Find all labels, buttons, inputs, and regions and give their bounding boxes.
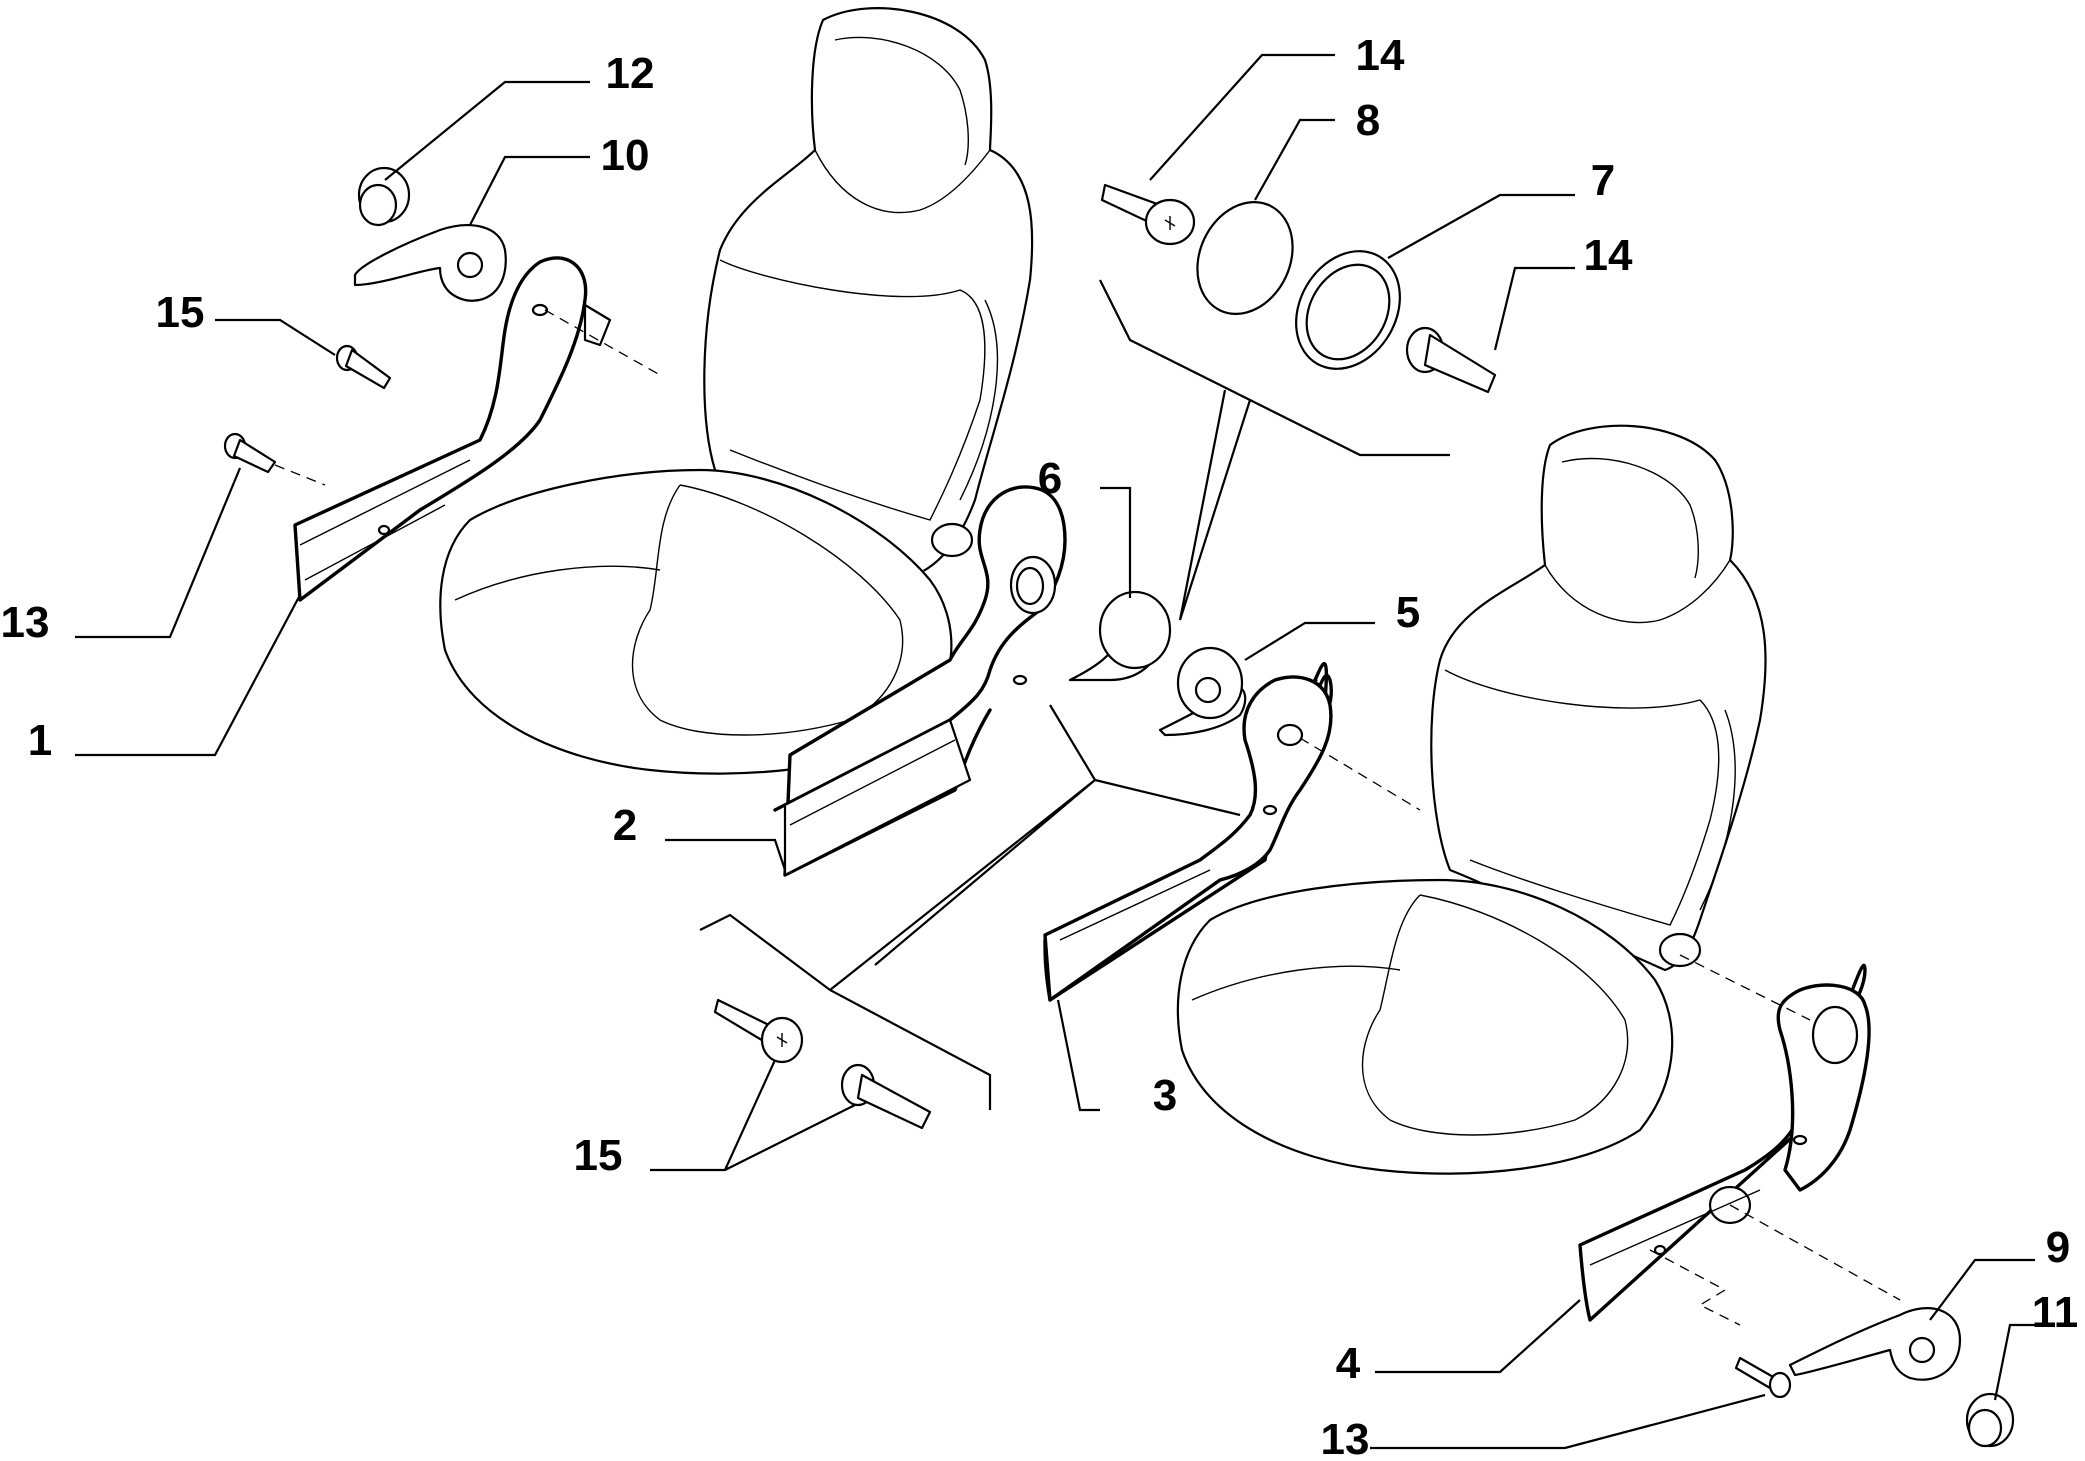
part-6-bushing <box>1068 590 1172 682</box>
screw-shank <box>232 438 277 474</box>
label-9: 9 <box>2046 1223 2070 1272</box>
label-12: 12 <box>606 49 655 98</box>
cap-12-inner <box>358 183 398 227</box>
part-14-bolt-lower <box>1405 326 1497 394</box>
label-13-lower: 13 <box>1321 1415 1370 1461</box>
label-4: 4 <box>1336 1339 1361 1388</box>
part-13-screw-lower <box>1734 1356 1792 1399</box>
label-14-lower: 14 <box>1584 231 1633 280</box>
left-seat-pivot-hole <box>930 522 974 558</box>
left-seat <box>439 7 1034 775</box>
cap-11-inner <box>1967 1408 2003 1448</box>
bolt-b-shank <box>856 1073 932 1130</box>
left-seat-headrest-seam <box>814 149 991 214</box>
dash-4 <box>1679 954 1811 1021</box>
dash-6 <box>1649 1249 1741 1326</box>
trim-3-plate <box>1043 675 1333 1002</box>
dash-5 <box>1729 1204 1901 1301</box>
trim-1-rib <box>299 459 471 546</box>
callout-labels: 12 10 15 13 1 14 8 7 14 6 5 2 3 15 4 9 1… <box>1 31 2079 1461</box>
trim-4-rib <box>1589 1189 1761 1266</box>
trim-1-rib-lower <box>304 504 446 581</box>
label-15-upper: 15 <box>156 288 205 337</box>
part-14-bolt-upper <box>1100 183 1196 246</box>
right-seat-headrest-seam <box>1544 559 1731 624</box>
trim-4-hole <box>1653 1244 1667 1256</box>
trim-1-tab <box>583 303 612 347</box>
left-seat-cushion-seam <box>454 565 661 601</box>
bushing-6-face <box>1098 590 1172 670</box>
right-seat-cushion <box>1176 878 1674 1175</box>
label-11: 11 <box>2032 1288 2079 1337</box>
handle-9-hole <box>1908 1336 1936 1364</box>
right-seat-cushion-seam <box>1191 965 1401 1001</box>
trim-4-small-hole <box>1792 1134 1808 1146</box>
right-seat <box>1176 424 1767 1175</box>
screw-head <box>1768 1371 1792 1399</box>
part-15-screw-upper <box>335 344 392 390</box>
part-4-outer-trim <box>1578 963 1871 1322</box>
part-15-bolts-lower <box>713 998 932 1130</box>
screw-shank <box>344 348 392 390</box>
left-seat-bolster <box>959 299 999 501</box>
part-5-bushing <box>1158 646 1247 737</box>
part-11-cap <box>1965 1392 2015 1448</box>
label-2: 2 <box>613 801 637 850</box>
handle-10-body <box>353 224 507 302</box>
label-6: 6 <box>1038 454 1062 503</box>
trim-1-small-hole <box>377 524 391 536</box>
trim-2-face <box>783 718 972 877</box>
label-8: 8 <box>1356 96 1380 145</box>
right-seat-pivot-hole <box>1658 932 1702 968</box>
label-7: 7 <box>1591 156 1615 205</box>
part-7-cover <box>1295 250 1401 370</box>
label-5: 5 <box>1396 588 1420 637</box>
right-seat-bolster <box>1699 709 1736 911</box>
dash-1 <box>544 309 661 376</box>
trim-1-body <box>293 256 588 602</box>
part-10-handle <box>353 224 507 302</box>
left-seat-cushion-panel <box>631 484 904 736</box>
cover-8 <box>1196 200 1294 316</box>
handle-9-body <box>1788 1307 1962 1381</box>
bushing-5-hole <box>1194 676 1222 704</box>
right-seat-headrest-inner <box>1561 457 1699 579</box>
label-13-upper: 13 <box>1 598 50 647</box>
part-12-cap <box>357 166 411 227</box>
part-3-inner-trim <box>1043 661 1333 1002</box>
part-1-outer-trim <box>293 256 612 602</box>
part-2-inner-trim <box>773 485 1067 877</box>
left-seat-headrest-inner <box>834 36 969 166</box>
bolt-cross <box>1164 216 1176 230</box>
cover-7-inner <box>1305 263 1391 361</box>
right-seat-cushion-panel <box>1361 894 1629 1136</box>
trim-2-boss-hole <box>1015 566 1045 606</box>
trim-3-small-hole <box>1262 804 1278 816</box>
assembly-dash-lines <box>274 309 1901 1326</box>
label-3: 3 <box>1153 1071 1177 1120</box>
right-seat-back-panel <box>1444 669 1720 926</box>
part-8-cover <box>1196 200 1294 316</box>
dash-2 <box>274 464 326 486</box>
label-10: 10 <box>601 131 650 180</box>
label-15-lower: 15 <box>574 1131 623 1180</box>
label-1: 1 <box>28 716 52 765</box>
bolt-shank <box>1423 333 1497 394</box>
leader-lines <box>75 53 2035 1450</box>
part-13-screw-upper <box>223 432 277 474</box>
trim-3-hole <box>1276 723 1304 747</box>
part-9-handle <box>1788 1307 1962 1381</box>
trim-2-rib <box>789 739 956 826</box>
trim-1-hole <box>531 303 549 317</box>
label-14-upper: 14 <box>1356 31 1405 80</box>
trim-2-small-hole <box>1012 674 1028 686</box>
handle-10-hole <box>456 251 484 279</box>
trim-4-boss <box>1811 1005 1859 1065</box>
trim-3-rib <box>1059 869 1211 941</box>
left-seat-back-panel <box>719 259 986 521</box>
dash-3 <box>1299 737 1421 811</box>
bolt-a-cross <box>776 1033 788 1047</box>
